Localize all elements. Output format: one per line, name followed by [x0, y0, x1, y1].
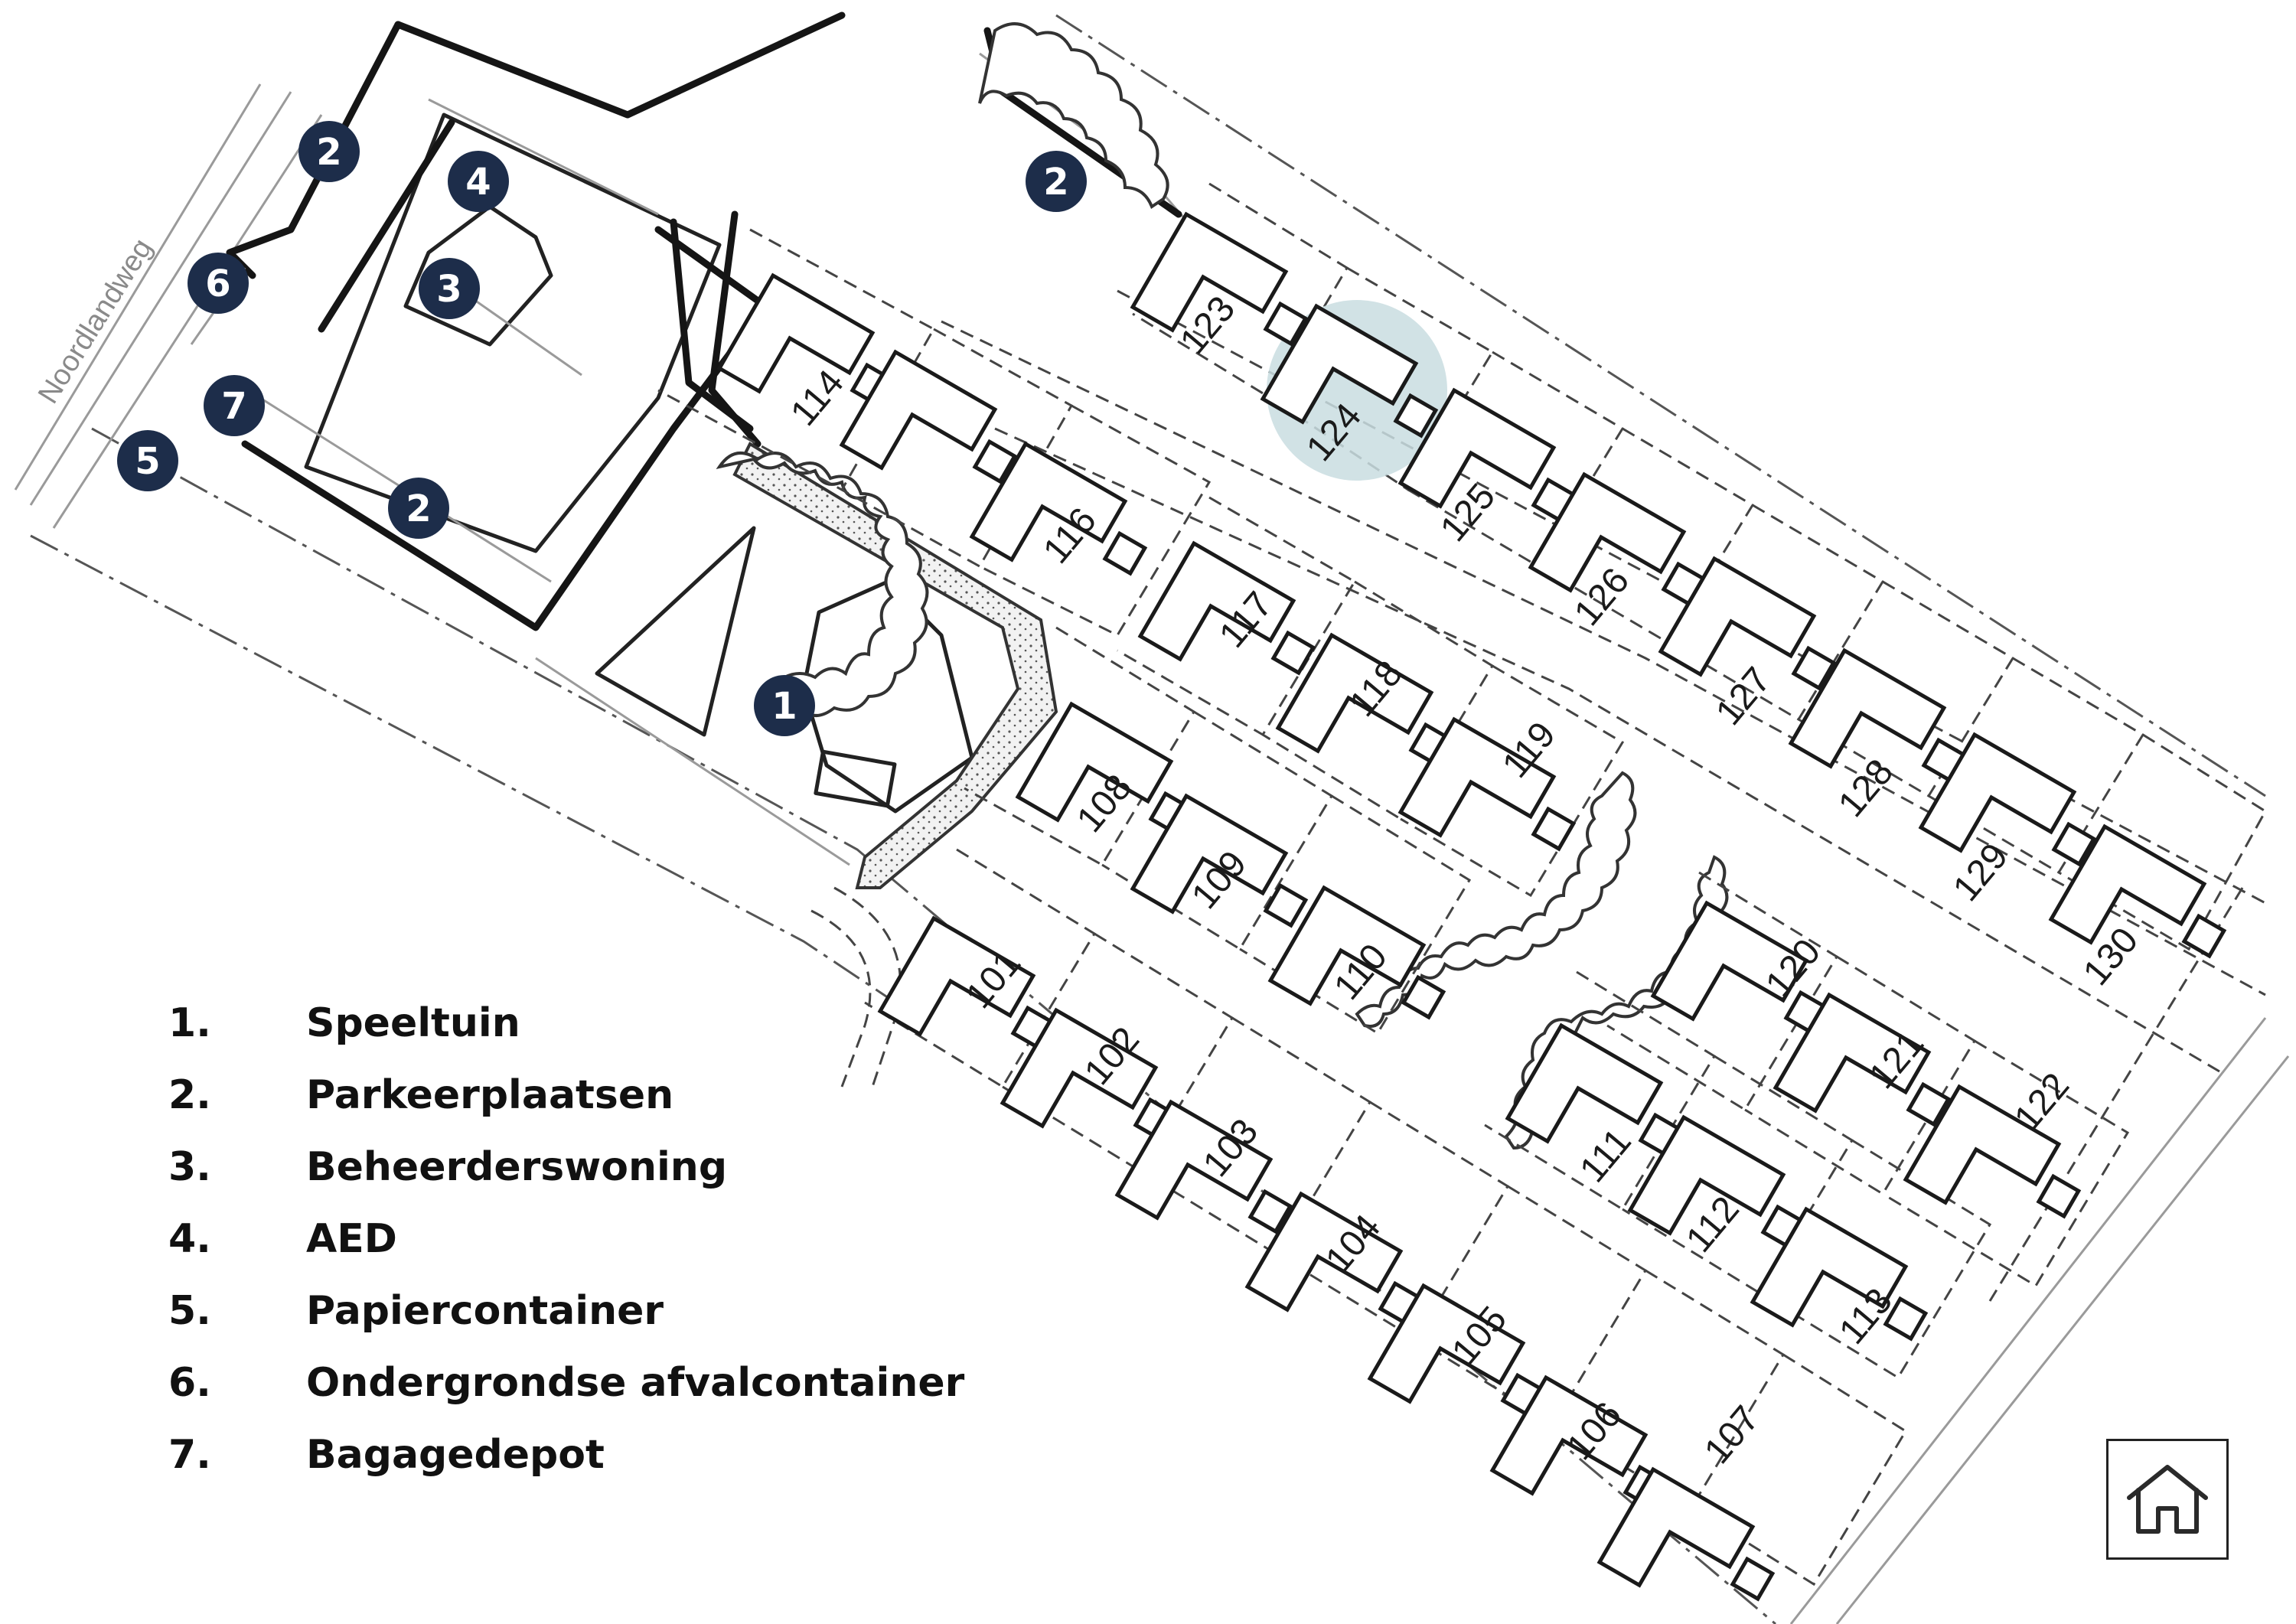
legend-item: 6. Ondergrondse afvalcontainer [168, 1347, 964, 1419]
marker-label: 6 [205, 263, 230, 305]
marker-label: 4 [465, 161, 491, 204]
house-117 [1137, 540, 1316, 676]
legend-label: AED [306, 1216, 397, 1262]
legend-item: 7. Bagagedepot [168, 1419, 964, 1491]
plot-number-128[interactable]: 128 [1831, 752, 1901, 824]
house-113 [1750, 1206, 1929, 1342]
marker-label: 2 [316, 131, 341, 174]
house-102 [1000, 1007, 1179, 1143]
legend-item: 5. Papiercontainer [168, 1275, 964, 1347]
house-124 [1260, 303, 1439, 439]
marker-4[interactable]: 4 [448, 151, 509, 212]
marker-label: 2 [1043, 161, 1068, 204]
legend-label: Beheerderswoning [306, 1144, 728, 1190]
plot-number-114[interactable]: 114 [783, 363, 852, 434]
legend-label: Ondergrondse afvalcontainer [306, 1360, 965, 1406]
house-127 [1658, 556, 1837, 691]
house-129 [1918, 732, 2097, 867]
house-104 [1244, 1191, 1424, 1326]
legend-item: 1. Speeltuin [168, 987, 964, 1059]
marker-label: 5 [135, 440, 160, 483]
marker-5[interactable]: 5 [117, 430, 178, 491]
home-button[interactable] [2106, 1439, 2229, 1560]
legend-label: Papiercontainer [306, 1288, 664, 1334]
legend: 1. Speeltuin 2. Parkeerplaatsen 3. Beheerders… [168, 987, 964, 1491]
house-107 [1596, 1466, 1776, 1602]
plot-number-127[interactable]: 127 [1708, 660, 1779, 732]
marker-label: 7 [221, 385, 246, 428]
house-122 [1903, 1084, 2082, 1219]
house-extra-0 [839, 349, 1018, 484]
marker-2c[interactable]: 2 [388, 478, 449, 539]
legend-item: 4. AED [168, 1203, 964, 1275]
legend-label: Bagagedepot [306, 1432, 605, 1478]
house-109 [1130, 793, 1309, 928]
house-121 [1773, 992, 1952, 1127]
house-103 [1114, 1099, 1293, 1234]
marker-3[interactable]: 3 [419, 258, 480, 319]
legend-number: 3. [168, 1144, 211, 1190]
house-116 [969, 441, 1148, 576]
house-110 [1267, 885, 1446, 1020]
marker-7[interactable]: 7 [204, 375, 265, 436]
marker-2b[interactable]: 2 [1026, 151, 1087, 212]
marker-2a[interactable]: 2 [298, 121, 360, 182]
houses [716, 211, 2227, 1602]
plot-number-111[interactable]: 111 [1572, 1121, 1639, 1190]
house-123 [1130, 211, 1309, 347]
legend-item: 3. Beheerderswoning [168, 1131, 964, 1203]
marker-label: 1 [771, 685, 797, 728]
plot-number-107[interactable]: 107 [1697, 1398, 1767, 1471]
legend-number: 7. [168, 1432, 211, 1478]
marker-label: 2 [406, 488, 431, 530]
map-markers: 1 2 2 2 3 4 5 6 7 [117, 121, 1087, 736]
house-119 [1397, 716, 1577, 852]
legend-number: 6. [168, 1360, 211, 1406]
legend-number: 5. [168, 1288, 211, 1334]
legend-label: Parkeerplaatsen [306, 1072, 674, 1118]
legend-number: 4. [168, 1216, 211, 1262]
house-130 [2048, 823, 2227, 959]
marker-label: 3 [436, 268, 461, 311]
legend-number: 2. [168, 1072, 211, 1118]
legend-number: 1. [168, 1000, 211, 1046]
street-label: Noordlandweg [32, 233, 158, 409]
marker-1[interactable]: 1 [754, 675, 815, 736]
house-120 [1650, 900, 1829, 1035]
home-icon [2127, 1465, 2208, 1534]
legend-label: Speeltuin [306, 1000, 520, 1046]
legend-item: 2. Parkeerplaatsen [168, 1059, 964, 1131]
house-105 [1367, 1283, 1546, 1418]
marker-6[interactable]: 6 [188, 253, 249, 314]
